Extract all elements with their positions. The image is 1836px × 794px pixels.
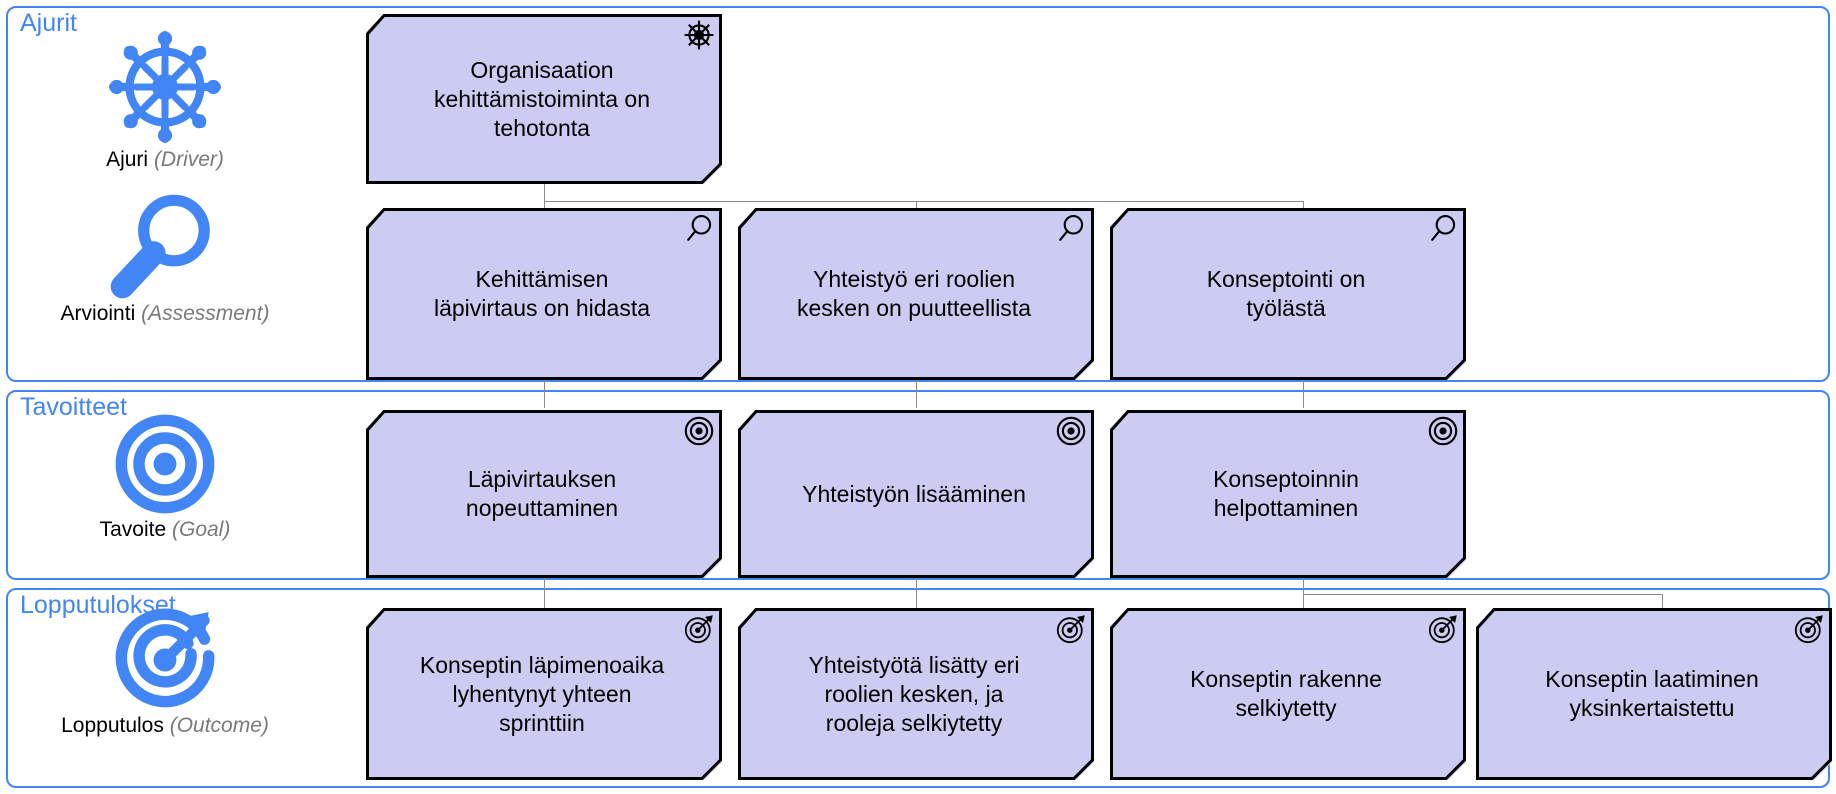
- connector-to-o3: [1303, 594, 1304, 608]
- node-wrap-a3: Konseptointi on työlästä: [1110, 208, 1466, 380]
- node-wrap-g3: Konseptoinnin helpottaminen: [1110, 410, 1466, 578]
- node-label: Läpivirtauksen nopeuttaminen: [465, 466, 619, 521]
- node-label: Organisaation kehittämistoiminta on teho…: [433, 56, 651, 141]
- node-label: Konseptin läpimenoaika lyhentynyt yhteen…: [419, 651, 665, 736]
- magnifying-glass-icon: [110, 194, 210, 299]
- target-arrow-icon: [115, 608, 215, 708]
- node-wrap-o2: Yhteistyötä lisätty eri roolien kesken, …: [738, 608, 1094, 780]
- node-outcome-o2[interactable]: Yhteistyötä lisätty eri roolien kesken, …: [738, 608, 1094, 780]
- legend-driver-en: (Driver): [153, 148, 224, 171]
- node-outcome-o1[interactable]: Konseptin läpimenoaika lyhentynyt yhteen…: [366, 608, 722, 780]
- legend-outcome: Lopputulos (Outcome): [50, 608, 280, 738]
- magnifying-glass-icon: [1059, 215, 1084, 241]
- connector-a1-down: [544, 380, 545, 408]
- connector-g1-down: [544, 578, 545, 608]
- magnifying-glass-icon: [687, 215, 712, 241]
- target-arrow-icon: [684, 615, 713, 644]
- legend-assessment: Arviointi (Assessment): [50, 188, 280, 326]
- legend-goal: Tavoite (Goal): [50, 412, 280, 542]
- group-drivers: [6, 6, 1830, 382]
- node-label: Konseptointi on työlästä: [1206, 266, 1366, 321]
- node-assessment-a1[interactable]: Kehittämisen läpivirtaus on hidasta: [366, 208, 722, 380]
- bullseye-icon: [1428, 416, 1458, 446]
- connector-a3-down: [1303, 380, 1304, 408]
- node-label: Konseptoinnin helpottaminen: [1213, 466, 1359, 521]
- legend-outcome-fi: Lopputulos: [61, 714, 170, 737]
- legend-driver-caption: Ajuri (Driver): [50, 148, 280, 172]
- node-label: Yhteistyön lisääminen: [802, 480, 1026, 507]
- node-outcome-o3[interactable]: Konseptin rakenne selkiytetty: [1110, 608, 1466, 780]
- node-wrap-a2: Yhteistyö eri roolien kesken on puutteel…: [738, 208, 1094, 380]
- target-arrow-icon: [1056, 615, 1085, 644]
- connector-bus-drivers: [544, 201, 1304, 202]
- legend-goal-fi: Tavoite: [99, 518, 172, 541]
- connector-to-o4: [1662, 594, 1663, 608]
- legend-assessment-fi: Arviointi: [60, 302, 142, 325]
- node-outcome-o4[interactable]: Konseptin laatiminen yksinkertaistettu: [1476, 608, 1832, 780]
- ships-wheel-icon: [684, 20, 714, 50]
- group-goals-label: Tavoitteet: [20, 393, 128, 421]
- node-label: Yhteistyötä lisätty eri roolien kesken, …: [808, 651, 1020, 736]
- node-goal-g3[interactable]: Konseptoinnin helpottaminen: [1110, 410, 1466, 578]
- node-label: Kehittämisen läpivirtaus on hidasta: [433, 266, 651, 321]
- connector-driver-down: [544, 182, 545, 202]
- connector-a2-down: [916, 380, 917, 408]
- connector-bus-outcomes: [1303, 594, 1663, 595]
- node-assessment-a2[interactable]: Yhteistyö eri roolien kesken on puutteel…: [738, 208, 1094, 380]
- legend-goal-en: (Goal): [172, 518, 231, 541]
- legend-outcome-en: (Outcome): [169, 714, 269, 737]
- legend-assessment-en: (Assessment): [141, 302, 270, 325]
- connector-g2-down: [916, 578, 917, 608]
- target-arrow-icon: [1794, 615, 1823, 644]
- node-wrap-o4: Konseptin laatiminen yksinkertaistettu: [1476, 608, 1832, 780]
- node-goal-g2[interactable]: Yhteistyön lisääminen: [738, 410, 1094, 578]
- node-wrap-o1: Konseptin läpimenoaika lyhentynyt yhteen…: [366, 608, 722, 780]
- group-drivers-label: Ajurit: [20, 9, 77, 37]
- node-wrap-g2: Yhteistyön lisääminen: [738, 410, 1094, 578]
- node-driver-d1[interactable]: Organisaation kehittämistoiminta on teho…: [366, 14, 722, 184]
- magnifying-glass-icon: [1431, 215, 1456, 241]
- ships-wheel-icon: [108, 30, 222, 144]
- bullseye-icon: [684, 416, 714, 446]
- node-assessment-a3[interactable]: Konseptointi on työlästä: [1110, 208, 1466, 380]
- legend-goal-caption: Tavoite (Goal): [50, 518, 280, 542]
- legend-assessment-caption: Arviointi (Assessment): [50, 302, 280, 326]
- connector-g3-down: [1303, 578, 1304, 595]
- node-label: Konseptin laatiminen yksinkertaistettu: [1545, 666, 1759, 721]
- legend-driver: Ajuri (Driver): [50, 28, 280, 172]
- node-label: Yhteistyö eri roolien kesken on puutteel…: [797, 266, 1031, 321]
- bullseye-icon: [115, 414, 215, 514]
- legend-driver-fi: Ajuri: [106, 148, 154, 171]
- node-label: Konseptin rakenne selkiytetty: [1190, 666, 1382, 721]
- node-wrap-d1: Organisaation kehittämistoiminta on teho…: [366, 14, 722, 184]
- bullseye-icon: [1056, 416, 1086, 446]
- node-wrap-g1: Läpivirtauksen nopeuttaminen: [366, 410, 722, 578]
- node-wrap-a1: Kehittämisen läpivirtaus on hidasta: [366, 208, 722, 380]
- group-goals: [6, 390, 1830, 580]
- node-goal-g1[interactable]: Läpivirtauksen nopeuttaminen: [366, 410, 722, 578]
- target-arrow-icon: [1428, 615, 1457, 644]
- legend-outcome-caption: Lopputulos (Outcome): [50, 714, 280, 738]
- node-wrap-o3: Konseptin rakenne selkiytetty: [1110, 608, 1466, 780]
